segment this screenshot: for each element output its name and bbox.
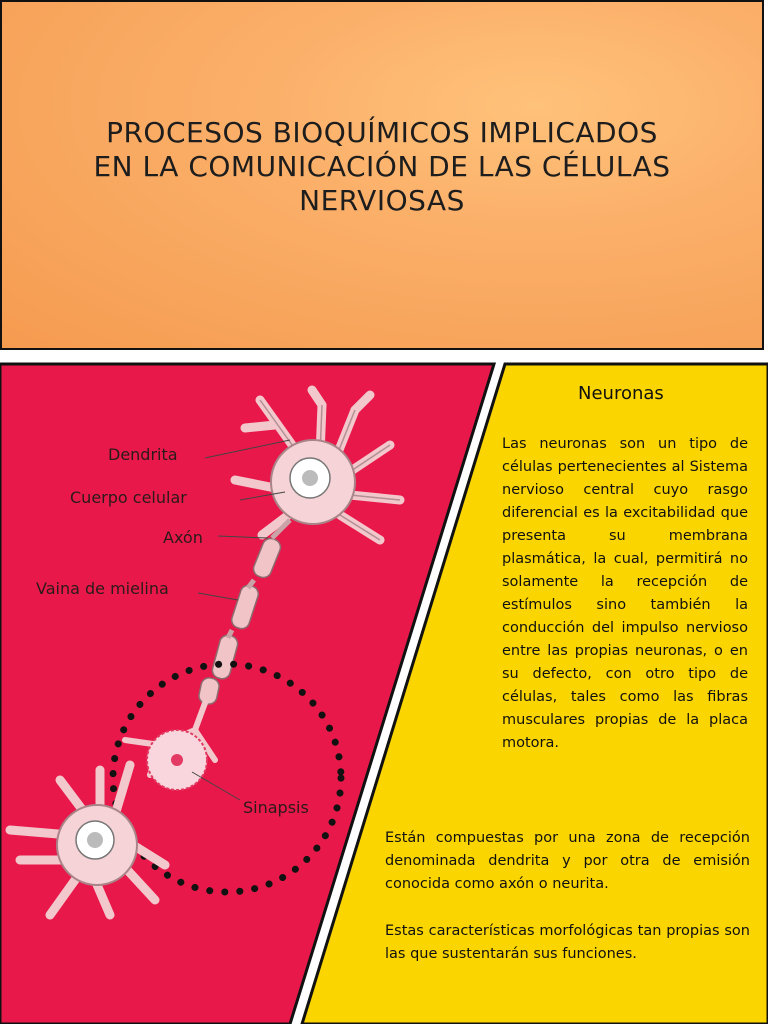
title-panel: PROCESOS BIOQUÍMICOS IMPLICADOS EN LA CO… <box>0 0 764 350</box>
label-cuerpo-celular: Cuerpo celular <box>70 488 187 507</box>
lower-nucleolus <box>87 832 103 848</box>
lower-dendrites <box>5 760 170 920</box>
paragraph-functions: Estas características morfológicas tan p… <box>385 923 750 962</box>
label-vaina-mielina: Vaina de mielina <box>36 579 169 598</box>
title-line-2: EN LA COMUNICACIÓN DE LAS CÉLULAS <box>93 150 671 183</box>
text-panel <box>300 362 768 1024</box>
page-title: PROCESOS BIOQUÍMICOS IMPLICADOS EN LA CO… <box>22 116 742 218</box>
paragraph-definition: Las neuronas son un tipo de células pert… <box>502 436 748 751</box>
neuron-illustration: Dendrita Cuerpo celular Axón Vaina de mi… <box>5 385 405 920</box>
paragraph-structure: Están compuestas por una zona de recepci… <box>385 830 750 892</box>
upper-nucleolus <box>302 470 318 486</box>
label-leader-lines <box>191 439 291 801</box>
title-line-3: NERVIOSAS <box>299 184 465 217</box>
myelinated-axon <box>198 537 282 705</box>
title-line-1: PROCESOS BIOQUÍMICOS IMPLICADOS <box>106 116 658 149</box>
label-sinapsis: Sinapsis <box>243 798 309 817</box>
synapse-highlight-circle <box>109 660 345 896</box>
label-axon: Axón <box>163 528 203 547</box>
label-dendrita: Dendrita <box>108 445 178 464</box>
section-heading: Neuronas <box>578 383 664 404</box>
